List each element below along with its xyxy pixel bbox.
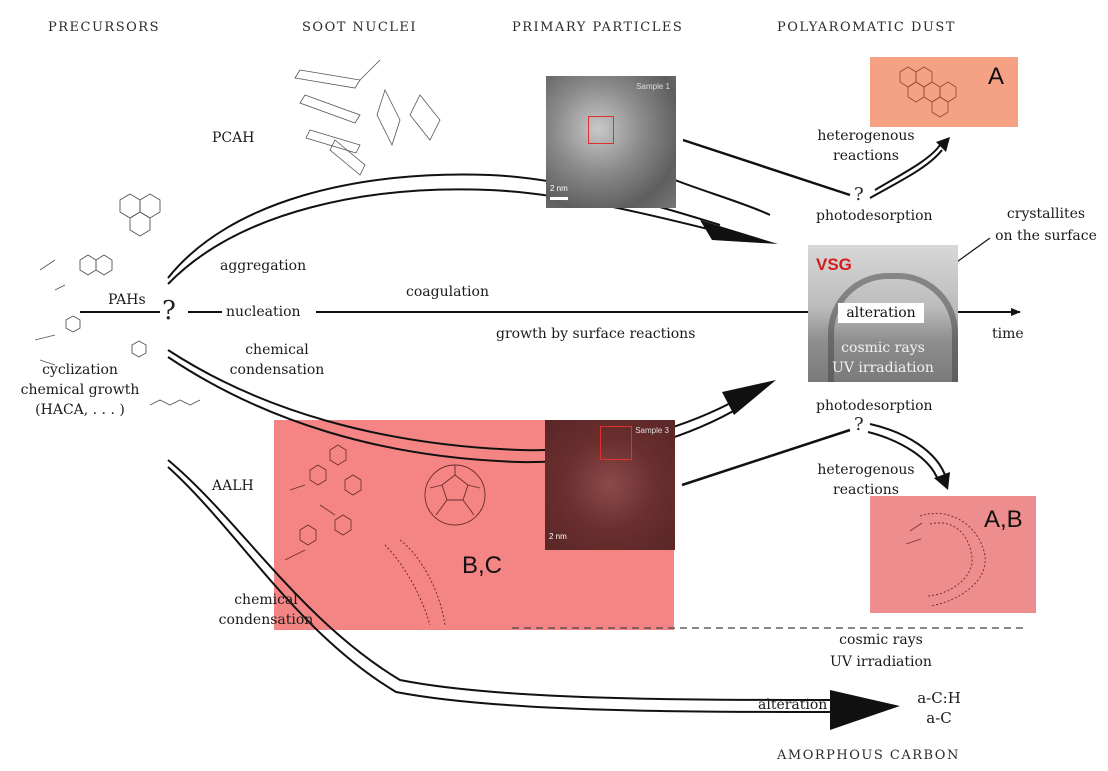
label-crystallites-2: on the surface xyxy=(995,228,1097,244)
aalh-curve-outer xyxy=(167,459,851,701)
box-a-label: A xyxy=(988,63,1005,90)
label-ac-h: a-C:H xyxy=(917,689,961,707)
label-aggregation: aggregation xyxy=(220,258,307,274)
big-arrowhead-bottom xyxy=(722,380,776,415)
label-chem-cond-bottom-1: chemical xyxy=(234,592,298,608)
pp-top-to-q-line xyxy=(682,138,851,197)
q-to-ab-head xyxy=(934,472,950,490)
soot-nuclei-sketch xyxy=(294,59,441,176)
label-heterogenous-bottom-1: heterogenous xyxy=(817,462,915,478)
q-to-a-outer xyxy=(874,144,941,191)
header-amorphous-carbon: AMORPHOUS CARBON xyxy=(777,748,960,763)
label-cyclization-2: chemical growth xyxy=(20,382,140,398)
micrograph-vsg: VSG alteration cosmic rays UV irradiatio… xyxy=(808,245,958,382)
q-to-a-head xyxy=(936,137,950,152)
label-cosmic-rays-bottom: cosmic rays xyxy=(839,632,923,648)
label-ac: a-C xyxy=(926,709,952,727)
label-photodesorption-top: photodesorption xyxy=(816,208,933,224)
label-pahs: PAHs xyxy=(108,292,146,308)
q-to-a-inner xyxy=(869,149,943,199)
cond-curve-inner xyxy=(167,356,743,464)
label-cyclization-3: (HACA, . . . ) xyxy=(35,402,125,418)
label-pcah: PCAH xyxy=(212,130,255,146)
big-arrowhead-top xyxy=(700,220,778,244)
micrograph-3-highlight-box xyxy=(600,426,632,460)
label-aalh: AALH xyxy=(212,478,254,494)
label-nucleation: nucleation xyxy=(226,304,301,320)
q-to-ab-inner xyxy=(869,423,947,479)
label-chem-cond-top-2: condensation xyxy=(229,362,325,378)
vsg-alteration-label: alteration xyxy=(838,303,924,323)
q-to-ab-outer xyxy=(867,431,939,481)
label-question-top: ? xyxy=(854,184,864,205)
big-arrowhead-amorphous xyxy=(830,690,900,730)
vsg-cosmic-rays: cosmic rays xyxy=(841,340,925,356)
micrograph-sample-3: Sample 3 2 nm xyxy=(545,420,675,550)
micrograph-1-scale-label: 2 nm xyxy=(550,184,568,193)
micrograph-3-scale-label: 2 nm xyxy=(549,532,567,541)
bc-to-q-line xyxy=(681,428,851,487)
vsg-label: VSG xyxy=(816,255,852,274)
micrograph-1-highlight-box xyxy=(588,116,614,144)
header-polyaromatic-dust: POLYAROMATIC DUST xyxy=(777,20,956,35)
label-time: time xyxy=(992,326,1024,342)
label-photodesorption-bottom: photodesorption xyxy=(816,398,933,414)
label-heterogenous-bottom-2: reactions xyxy=(833,482,899,498)
vsg-particle-outline xyxy=(828,273,958,382)
bc-nanotube-sketch xyxy=(384,544,431,626)
micrograph-sample-1: Sample 1 2 nm xyxy=(546,76,676,208)
header-primary-particles: PRIMARY PARTICLES xyxy=(512,20,684,35)
label-cyclization-1: cyclization xyxy=(42,362,118,378)
label-heterogenous-top-1: heterogenous xyxy=(817,128,915,144)
label-question-bottom: ? xyxy=(854,414,864,435)
label-heterogenous-top-2: reactions xyxy=(833,148,899,164)
vsg-uv-irradiation: UV irradiation xyxy=(832,360,934,376)
box-ab-label: A,B xyxy=(984,506,1023,533)
box-ab: A,B xyxy=(870,496,1036,613)
box-bc-label: B,C xyxy=(462,552,503,579)
label-coagulation: coagulation xyxy=(406,284,489,300)
micrograph-3-tag: Sample 3 xyxy=(635,426,669,435)
label-question-main: ? xyxy=(162,296,176,326)
label-chem-cond-bottom-2: condensation xyxy=(218,612,314,628)
label-uv-bottom: UV irradiation xyxy=(830,654,932,670)
box-ab-nanotube xyxy=(905,512,986,607)
header-soot-nuclei: SOOT NUCLEI xyxy=(302,20,418,35)
box-a-molecule xyxy=(899,66,957,118)
label-growth-surface: growth by surface reactions xyxy=(496,326,696,342)
label-chem-cond-top-1: chemical xyxy=(245,342,309,358)
pcah-curve-inner xyxy=(167,188,721,285)
box-a: A xyxy=(870,57,1018,127)
bc-nanotube-sketch-2 xyxy=(399,539,446,626)
micrograph-1-tag: Sample 1 xyxy=(636,82,670,91)
fullerene-sketch xyxy=(424,464,486,526)
header-precursors: PRECURSORS xyxy=(48,20,160,35)
label-alteration-bottom: alteration xyxy=(758,697,828,713)
branched-molecule-sketch xyxy=(284,444,362,561)
cond-curve-outer xyxy=(167,349,741,452)
label-crystallites-1: crystallites xyxy=(1006,206,1086,222)
pp-top-arrow-shaft xyxy=(674,179,771,216)
micrograph-1-scale-bar xyxy=(550,197,568,200)
pah-molecules-sketch xyxy=(34,193,201,406)
aalh-curve-inner xyxy=(167,466,851,713)
